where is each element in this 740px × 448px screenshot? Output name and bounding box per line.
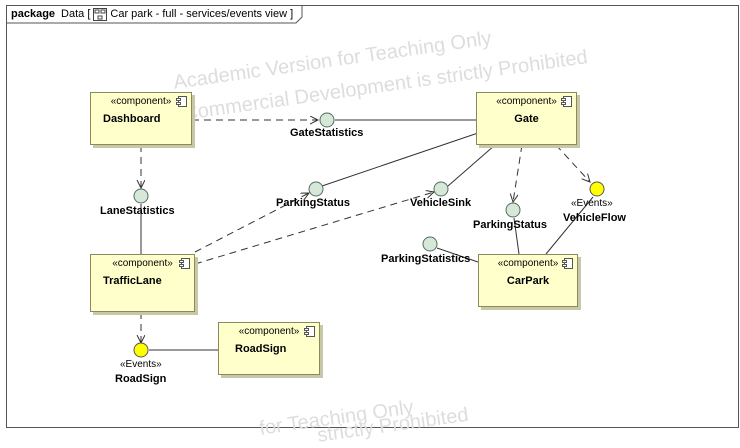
component-icon bbox=[561, 96, 572, 107]
component-icon bbox=[179, 258, 190, 269]
vehicleflow-event-icon bbox=[589, 181, 605, 197]
stereotype-events-vehicleflow: «Events» bbox=[571, 198, 613, 209]
diagram-type-icon bbox=[93, 7, 108, 21]
parkingstatus-interface-icon bbox=[308, 181, 324, 197]
component-stereotype: «component» bbox=[496, 96, 557, 107]
component-icon bbox=[176, 96, 187, 107]
real-carpark-vehicleflow bbox=[545, 196, 594, 255]
label-parkingstatistics: ParkingStatistics bbox=[381, 253, 471, 265]
label-parkingstatus-carpark: ParkingStatus bbox=[473, 219, 547, 231]
component-icon bbox=[304, 326, 315, 337]
real-carpark-parkingstatistics bbox=[436, 247, 479, 263]
lanestatistics-interface-icon bbox=[133, 188, 149, 204]
label-vehiclesink: VehicleSink bbox=[410, 197, 472, 209]
component-roadsign[interactable]: «component» RoadSign bbox=[218, 322, 320, 375]
real-gate-parkingstatus bbox=[321, 132, 479, 187]
component-name: Gate bbox=[514, 113, 539, 125]
component-dashboard[interactable]: «component» Dashboard bbox=[90, 92, 192, 145]
dep-trafficlane-vehiclesink bbox=[194, 192, 434, 265]
parkingstatistics-interface-icon bbox=[422, 236, 438, 252]
component-name: Dashboard bbox=[103, 113, 161, 125]
bracket-close: ] bbox=[287, 8, 294, 20]
package-keyword: package bbox=[11, 8, 56, 20]
label-lanestatistics: LaneStatistics bbox=[100, 205, 175, 217]
component-name: TrafficLane bbox=[103, 275, 162, 287]
label-parkingstatus: ParkingStatus bbox=[276, 197, 350, 209]
label-roadsign-event: RoadSign bbox=[115, 373, 167, 385]
roadsign-event-icon bbox=[133, 342, 149, 358]
component-trafficlane[interactable]: «component» TrafficLane bbox=[90, 254, 195, 312]
label-vehicleflow: VehicleFlow bbox=[563, 212, 626, 224]
diagram-frame bbox=[6, 5, 739, 428]
bracket-open: [ bbox=[84, 8, 91, 20]
component-stereotype: «component» bbox=[238, 326, 300, 337]
dep-gate-parkingstatus bbox=[513, 144, 523, 202]
stereotype-events-roadsign: «Events» bbox=[120, 359, 162, 370]
component-gate[interactable]: «component» Gate bbox=[476, 92, 577, 145]
diagram-header-tab: package Data [ Car park - full - service… bbox=[6, 5, 299, 23]
dep-trafficlane-parkingstatus bbox=[194, 193, 309, 253]
diagram-name: Car park - full - services/events view bbox=[110, 8, 288, 20]
header-tab-outline bbox=[6, 5, 303, 24]
dep-gate-vehicleflow bbox=[555, 144, 590, 182]
real-carpark-parkingstatus bbox=[513, 217, 520, 255]
component-icon bbox=[562, 258, 573, 269]
component-carpark[interactable]: «component» CarPark bbox=[478, 254, 578, 307]
connectors bbox=[133, 112, 605, 358]
vehiclesink-interface-icon bbox=[433, 181, 449, 197]
package-name: Data bbox=[61, 8, 85, 20]
parkingstatus-carpark-interface-icon bbox=[505, 202, 521, 218]
gatestatistics-interface-icon bbox=[319, 112, 335, 128]
component-name: RoadSign bbox=[235, 343, 287, 355]
component-name: CarPark bbox=[506, 275, 550, 287]
real-gate-vehiclesink bbox=[447, 144, 496, 187]
label-gatestatistics: GateStatistics bbox=[290, 127, 364, 139]
component-stereotype: «component» bbox=[112, 258, 173, 269]
component-stereotype: «component» bbox=[110, 96, 172, 107]
component-stereotype: «component» bbox=[497, 258, 559, 269]
